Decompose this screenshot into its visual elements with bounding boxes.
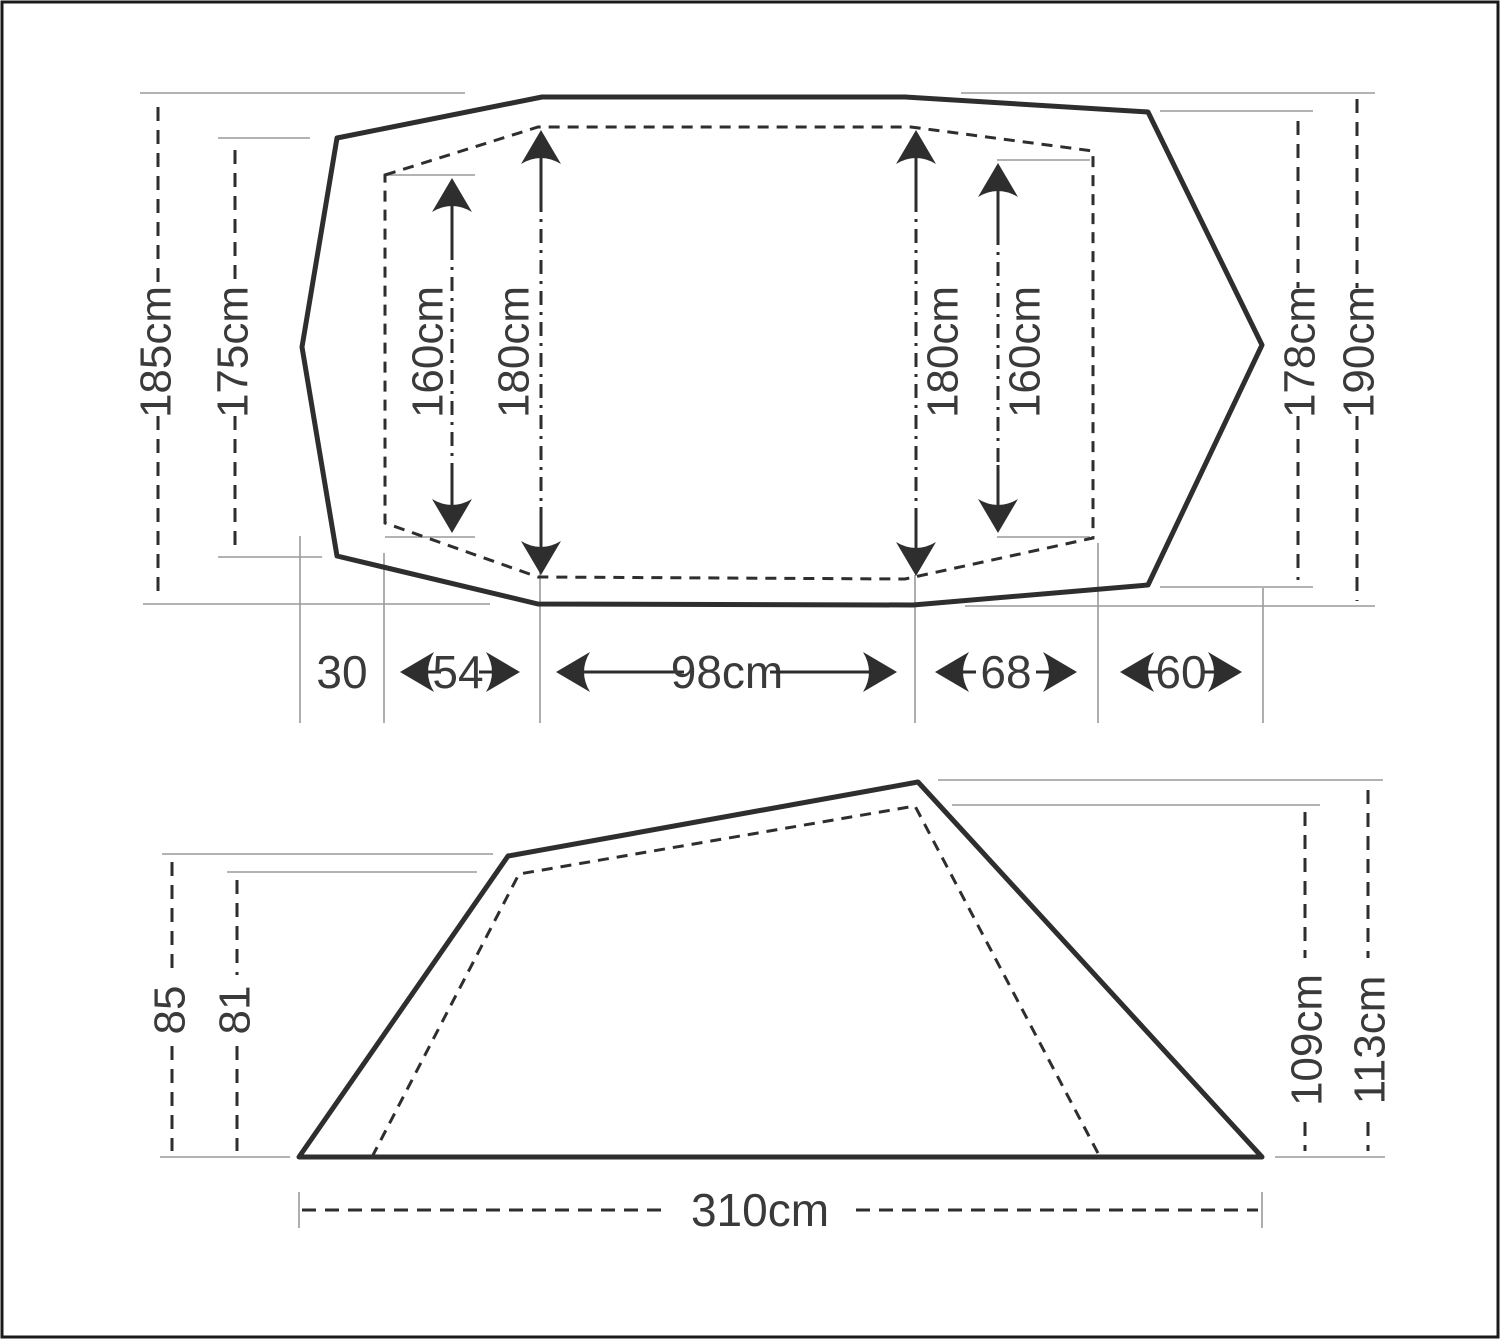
arrowhead-left-icon [1120, 652, 1154, 692]
arrowhead-left-icon [556, 652, 590, 692]
dim-side-right-outer: 113cm [1346, 790, 1395, 1151]
plan-extension-lines [140, 92, 1375, 723]
dim-side-left-outer: 85 [146, 862, 195, 1151]
side-flysheet-outline [296, 779, 1265, 1160]
dim-label-68: 68 [980, 646, 1031, 698]
dim-label-85: 85 [146, 986, 195, 1035]
dim-side-width: 310cm [302, 1184, 1258, 1236]
dim-label-185cm: 185cm [132, 286, 181, 418]
arrow-160-left: 160cm [404, 178, 472, 533]
dim-label-109cm: 109cm [1283, 974, 1332, 1106]
dim-label-178cm: 178cm [1276, 286, 1325, 418]
inner-tent-dashed-outline [383, 125, 1095, 581]
arrowhead-left-icon [400, 652, 434, 692]
arrowhead-down-icon [978, 499, 1018, 533]
arrow-160-right: 160cm [978, 163, 1050, 533]
dim-label-113cm: 113cm [1346, 976, 1395, 1105]
arrowhead-right-icon [486, 652, 520, 692]
plan-bottom-dimensions: 30 54 98cm 68 60 [316, 646, 1242, 698]
arrowhead-up-icon [978, 163, 1018, 197]
dim-label-160cm-right: 160cm [1001, 286, 1050, 418]
dim-label-98cm: 98cm [671, 646, 783, 698]
dim-label-81: 81 [211, 986, 260, 1035]
arrowhead-right-icon [1043, 652, 1077, 692]
dim-right-outer: 190cm [1335, 99, 1384, 601]
dim-left-outer: 185cm [132, 107, 181, 597]
dim-label-60: 60 [1155, 646, 1206, 698]
dim-label-310cm: 310cm [691, 1184, 829, 1236]
arrowhead-down-icon [432, 499, 472, 533]
dim-right-inner: 178cm [1276, 121, 1325, 580]
side-inner-tent-dashed-outline [370, 804, 1102, 1158]
arrowhead-right-icon [1208, 652, 1242, 692]
arrowhead-right-icon [863, 652, 897, 692]
dim-label-54: 54 [432, 646, 483, 698]
arrow-180-left: 180cm [490, 130, 561, 575]
flysheet-outline [299, 94, 1265, 608]
dim-label-180cm-left: 180cm [490, 286, 539, 418]
dim-label-190cm: 190cm [1335, 286, 1384, 418]
dim-label-30: 30 [316, 646, 367, 698]
dim-side-left-inner: 81 [211, 880, 260, 1151]
arrow-180-right: 180cm [896, 130, 968, 576]
arrowhead-up-icon [896, 130, 936, 164]
dim-label-160cm-left: 160cm [404, 286, 453, 418]
side-view: 85 81 109cm 113cm 310cm [146, 779, 1395, 1236]
arrowhead-down-icon [896, 542, 936, 576]
arrowhead-down-icon [521, 541, 561, 575]
arrowhead-up-icon [432, 178, 472, 212]
dim-label-175cm: 175cm [209, 286, 258, 418]
side-extension-lines [160, 779, 1385, 1228]
plan-view: 185cm 175cm 160cm 180cm [132, 92, 1384, 723]
arrowhead-left-icon [935, 652, 969, 692]
dim-left-inner: 175cm [209, 150, 258, 553]
dim-label-180cm-right: 180cm [919, 286, 968, 418]
arrowhead-up-icon [521, 130, 561, 164]
dim-side-right-inner: 109cm [1283, 812, 1332, 1151]
